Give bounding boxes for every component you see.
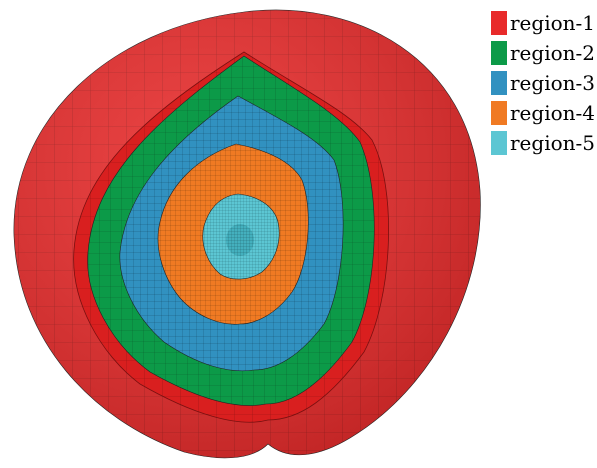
legend-label: region-1: [510, 11, 595, 35]
legend-item-region-1: region-1: [491, 8, 595, 38]
legend-swatch: [491, 71, 507, 95]
legend-swatch: [491, 131, 507, 155]
legend-swatch: [491, 11, 507, 35]
legend-swatch: [491, 41, 507, 65]
legend-swatch: [491, 101, 507, 125]
legend-item-region-4: region-4: [491, 98, 595, 128]
legend-label: region-3: [510, 71, 595, 95]
legend: region-1 region-2 region-3 region-4 regi…: [491, 8, 595, 158]
legend-label: region-4: [510, 101, 595, 125]
region-5-core: [202, 193, 280, 280]
legend-item-region-3: region-3: [491, 68, 595, 98]
legend-item-region-2: region-2: [491, 38, 595, 68]
legend-item-region-5: region-5: [491, 128, 595, 158]
legend-label: region-5: [510, 131, 595, 155]
legend-label: region-2: [510, 41, 595, 65]
